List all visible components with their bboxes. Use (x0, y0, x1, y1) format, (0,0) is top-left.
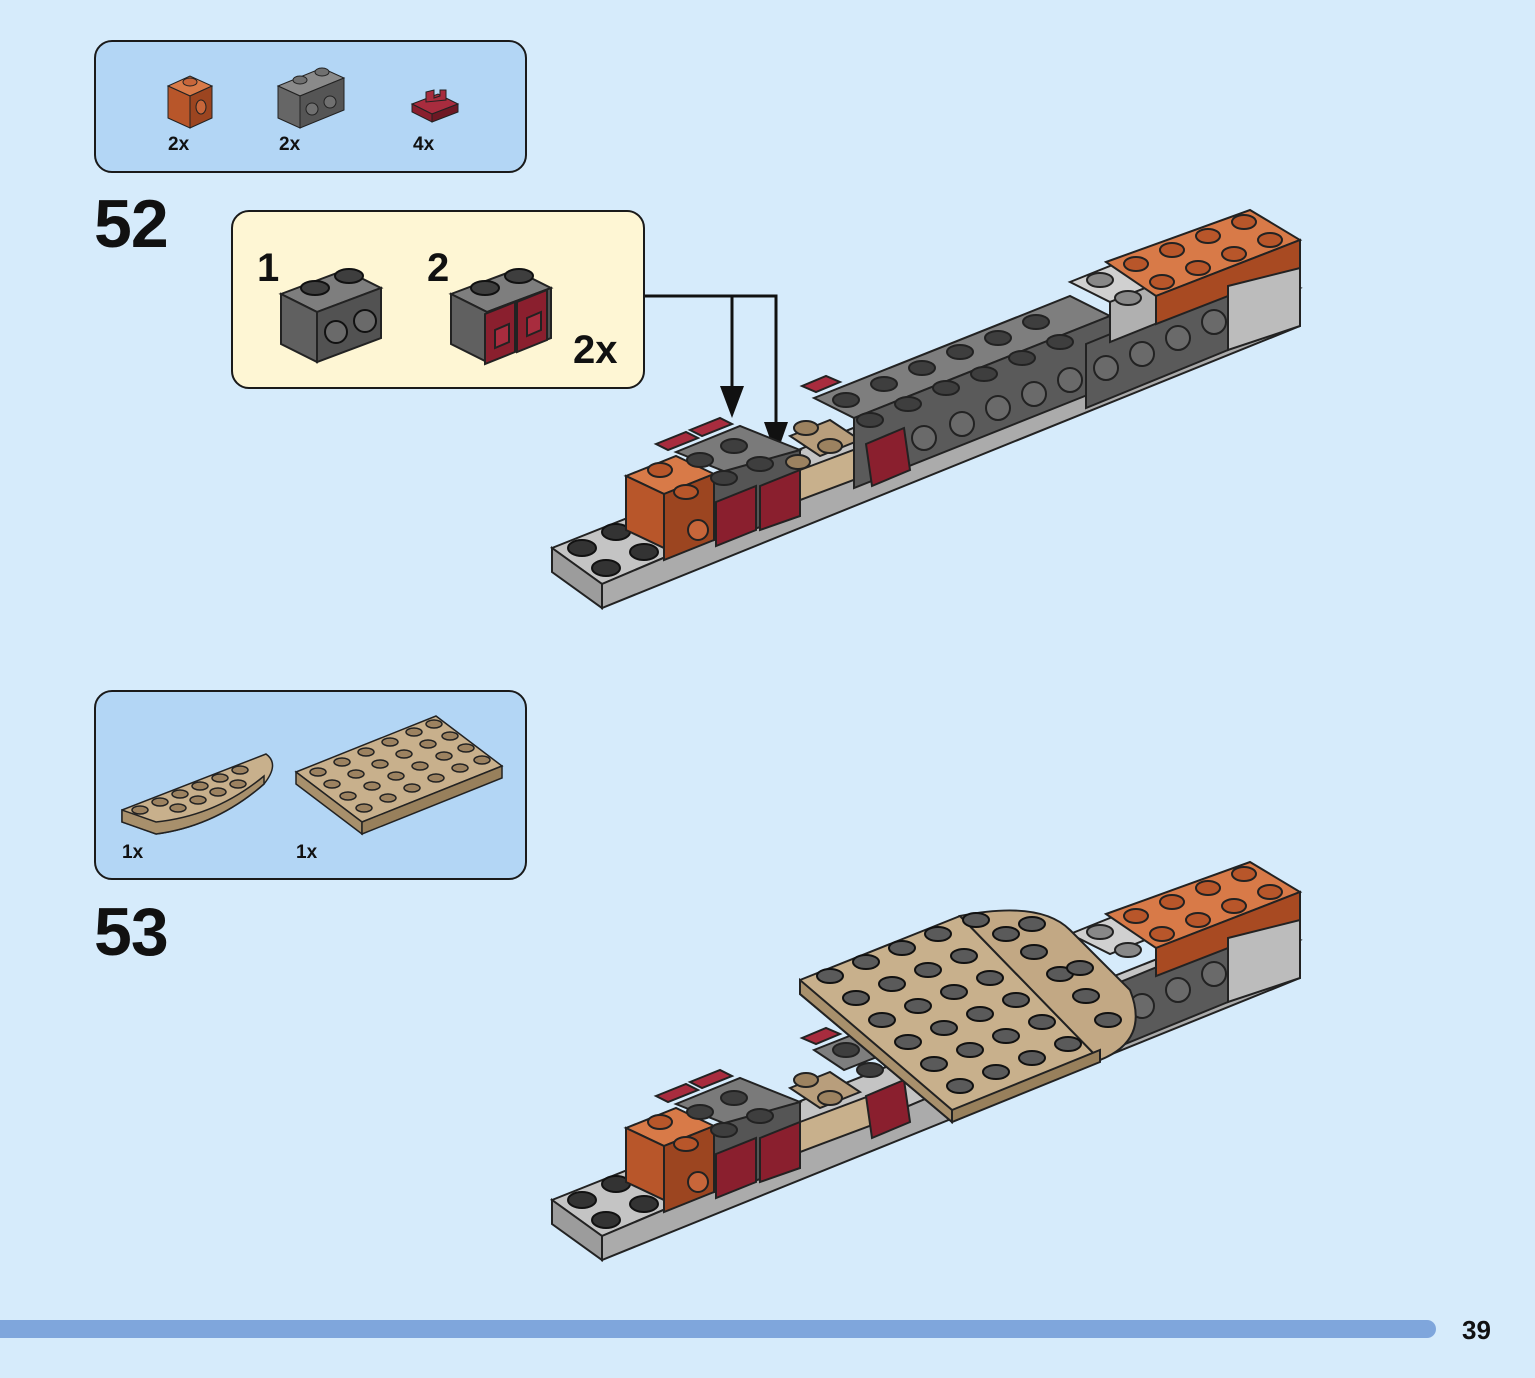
gray-brick-substep-1-icon (278, 268, 384, 364)
dark-red-clip-plate-icon (410, 89, 460, 123)
part-qty: 2x (279, 134, 301, 155)
model-orange-bricks (623, 454, 717, 562)
subassembly-multiplier: 2x (573, 328, 618, 372)
subassembly-callout: 1 2 2x (231, 210, 645, 389)
footer-progress-bar (0, 1320, 1436, 1338)
model-gray-brick-clips (653, 416, 803, 548)
part-qty: 4x (413, 134, 435, 155)
tan-round-plate-half-icon (121, 753, 274, 835)
model-back-bricks (1067, 208, 1303, 410)
model-gray-brick-clips (653, 1068, 803, 1200)
page-number: 39 (1462, 1315, 1491, 1345)
part-qty: 2x (168, 134, 190, 155)
substep-2-number: 2 (427, 246, 450, 290)
model-back-bricks (1067, 860, 1303, 1062)
part-qty: 1x (296, 842, 318, 863)
step-52-parts-icons (166, 67, 460, 129)
step-53-parts-box: 1x 1x (94, 690, 527, 880)
model-studs (567, 1175, 659, 1229)
step-number-52: 52 (94, 186, 169, 262)
model-tan-plate-studs (816, 912, 1122, 1094)
gray-brick-with-clips-substep-2-icon (448, 268, 554, 366)
subassembly-drawings (278, 268, 554, 366)
tan-plate-4x6-icon (294, 715, 504, 836)
arrow-head (764, 422, 788, 456)
step-number-53: 53 (94, 894, 169, 970)
model-gray-long-bricks (799, 294, 1113, 490)
step-52-parts-box: 2x 2x 4x (94, 40, 527, 173)
part-qty: 1x (122, 842, 144, 863)
orange-brick-1x1-stud-side-icon (166, 75, 214, 129)
arrow-head (720, 386, 744, 418)
dark-gray-brick-1x2-studs-side-icon (276, 67, 346, 129)
substep-1-number: 1 (257, 246, 280, 290)
step-53-parts-icons (121, 715, 504, 836)
